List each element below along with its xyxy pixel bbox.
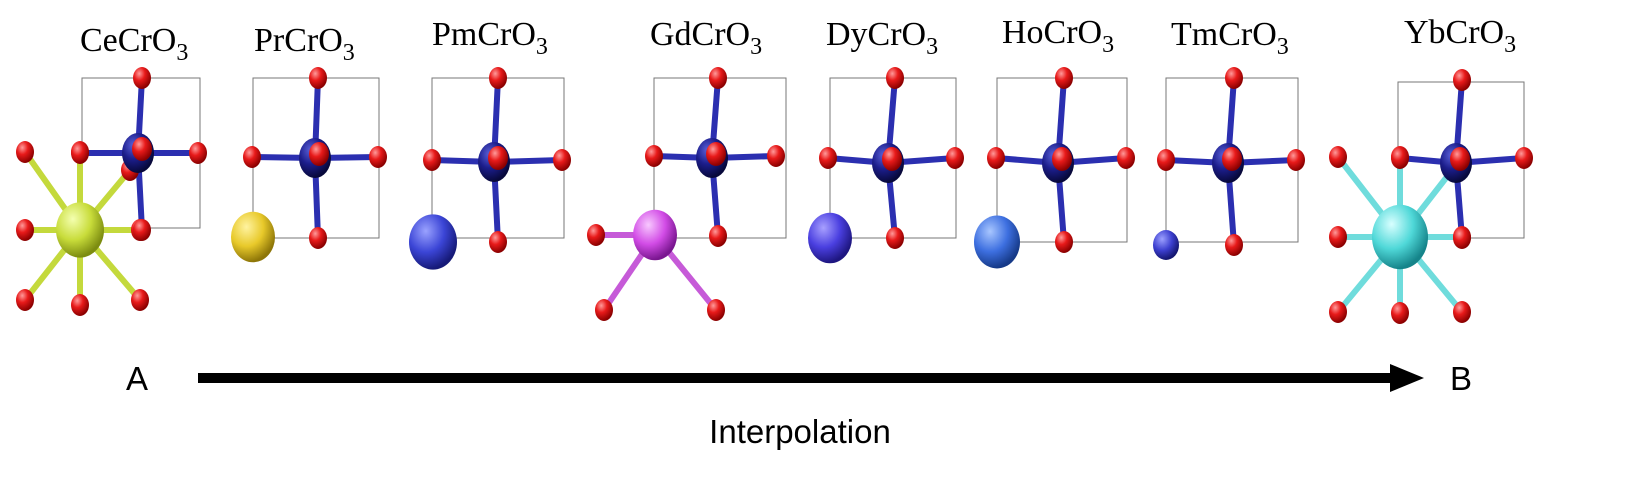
a-site-atom bbox=[56, 202, 104, 258]
oxygen-atom bbox=[1329, 146, 1347, 168]
oxygen-atom bbox=[946, 147, 964, 169]
oxygen-atom bbox=[767, 145, 785, 167]
oxygen-atom bbox=[1055, 67, 1073, 89]
oxygen-atom bbox=[133, 67, 151, 89]
formula-labels: CeCrO3 PrCrO3 PmCrO3 GdCrO3 DyCrO3 HoCrO… bbox=[80, 14, 1516, 66]
interpolation-caption: Interpolation bbox=[709, 413, 891, 450]
structure-ybcro3 bbox=[1329, 69, 1533, 324]
oxygen-atom bbox=[886, 67, 904, 89]
formula-label-tmcro3: TmCrO3 bbox=[1171, 16, 1289, 60]
formula-label-gdcro3: GdCrO3 bbox=[650, 16, 762, 60]
structure-gdcro3 bbox=[587, 67, 787, 321]
oxygen-atom bbox=[16, 289, 34, 311]
oxygen-atom bbox=[1453, 301, 1471, 323]
oxygen-atom bbox=[189, 142, 207, 164]
oxygen-atom bbox=[1157, 149, 1175, 171]
oxygen-atom bbox=[309, 142, 329, 166]
oxygen-atom bbox=[1222, 147, 1242, 171]
oxygen-atom bbox=[587, 224, 605, 246]
a-site-atom bbox=[409, 214, 457, 270]
oxygen-atom bbox=[1225, 67, 1243, 89]
oxygen-atom bbox=[1329, 301, 1347, 323]
a-site-atom bbox=[633, 209, 677, 261]
a-site-atom bbox=[1153, 230, 1179, 260]
oxygen-atom bbox=[645, 145, 663, 167]
oxygen-atom bbox=[243, 146, 261, 168]
a-site-atom bbox=[1372, 204, 1428, 270]
oxygen-atom bbox=[1287, 149, 1305, 171]
oxygen-atom bbox=[133, 219, 151, 241]
oxygen-atom bbox=[1453, 227, 1471, 249]
oxygen-atom bbox=[595, 299, 613, 321]
oxygen-atom bbox=[132, 137, 152, 161]
oxygen-atom bbox=[16, 141, 34, 163]
formula-label-dycro3: DyCrO3 bbox=[826, 16, 938, 60]
oxygen-atom bbox=[1225, 234, 1243, 256]
oxygen-atom bbox=[71, 142, 89, 164]
oxygen-atom bbox=[1391, 147, 1409, 169]
a-site-atom bbox=[231, 211, 275, 263]
arrow-head bbox=[1390, 364, 1424, 392]
oxygen-atom bbox=[488, 146, 508, 170]
structure-prcro3 bbox=[231, 67, 387, 263]
a-site-atom bbox=[974, 215, 1020, 269]
oxygen-atom bbox=[489, 67, 507, 89]
oxygen-atom bbox=[309, 227, 327, 249]
interpolation-arrow bbox=[198, 364, 1424, 392]
structure-pmcro3 bbox=[409, 67, 571, 270]
structure-cecro3 bbox=[16, 67, 207, 316]
oxygen-atom bbox=[1453, 69, 1471, 91]
oxygen-atom bbox=[16, 219, 34, 241]
oxygen-atom bbox=[882, 147, 902, 171]
crystal-structures bbox=[16, 67, 1533, 324]
oxygen-atom bbox=[707, 299, 725, 321]
oxygen-atom bbox=[309, 67, 327, 89]
formula-label-ybcro3: YbCrO3 bbox=[1404, 14, 1516, 58]
formula-label-cecro3: CeCrO3 bbox=[80, 22, 188, 66]
formula-label-pmcro3: PmCrO3 bbox=[432, 16, 548, 60]
a-site-atom bbox=[808, 212, 852, 264]
oxygen-atom bbox=[886, 227, 904, 249]
formula-label-hocro3: HoCrO3 bbox=[1002, 14, 1114, 58]
oxygen-atom bbox=[1117, 147, 1135, 169]
oxygen-atom bbox=[131, 289, 149, 311]
oxygen-atom bbox=[987, 147, 1005, 169]
oxygen-atom bbox=[423, 149, 441, 171]
oxygen-atom bbox=[1052, 147, 1072, 171]
start-label: A bbox=[126, 360, 148, 397]
oxygen-atom bbox=[71, 294, 89, 316]
oxygen-atom bbox=[1055, 231, 1073, 253]
oxygen-atom bbox=[1450, 147, 1470, 171]
structure-hocro3 bbox=[974, 67, 1135, 269]
structure-dycro3 bbox=[808, 67, 964, 264]
end-label: B bbox=[1450, 360, 1472, 397]
oxygen-atom bbox=[489, 231, 507, 253]
oxygen-atom bbox=[819, 147, 837, 169]
oxygen-atom bbox=[1515, 147, 1533, 169]
oxygen-atom bbox=[706, 142, 726, 166]
oxygen-atom bbox=[709, 67, 727, 89]
structure-tmcro3 bbox=[1153, 67, 1305, 260]
oxygen-atom bbox=[553, 149, 571, 171]
oxygen-atom bbox=[709, 225, 727, 247]
oxygen-atom bbox=[1329, 226, 1347, 248]
formula-label-prcro3: PrCrO3 bbox=[254, 22, 355, 66]
oxygen-atom bbox=[369, 146, 387, 168]
oxygen-atom bbox=[1391, 302, 1409, 324]
